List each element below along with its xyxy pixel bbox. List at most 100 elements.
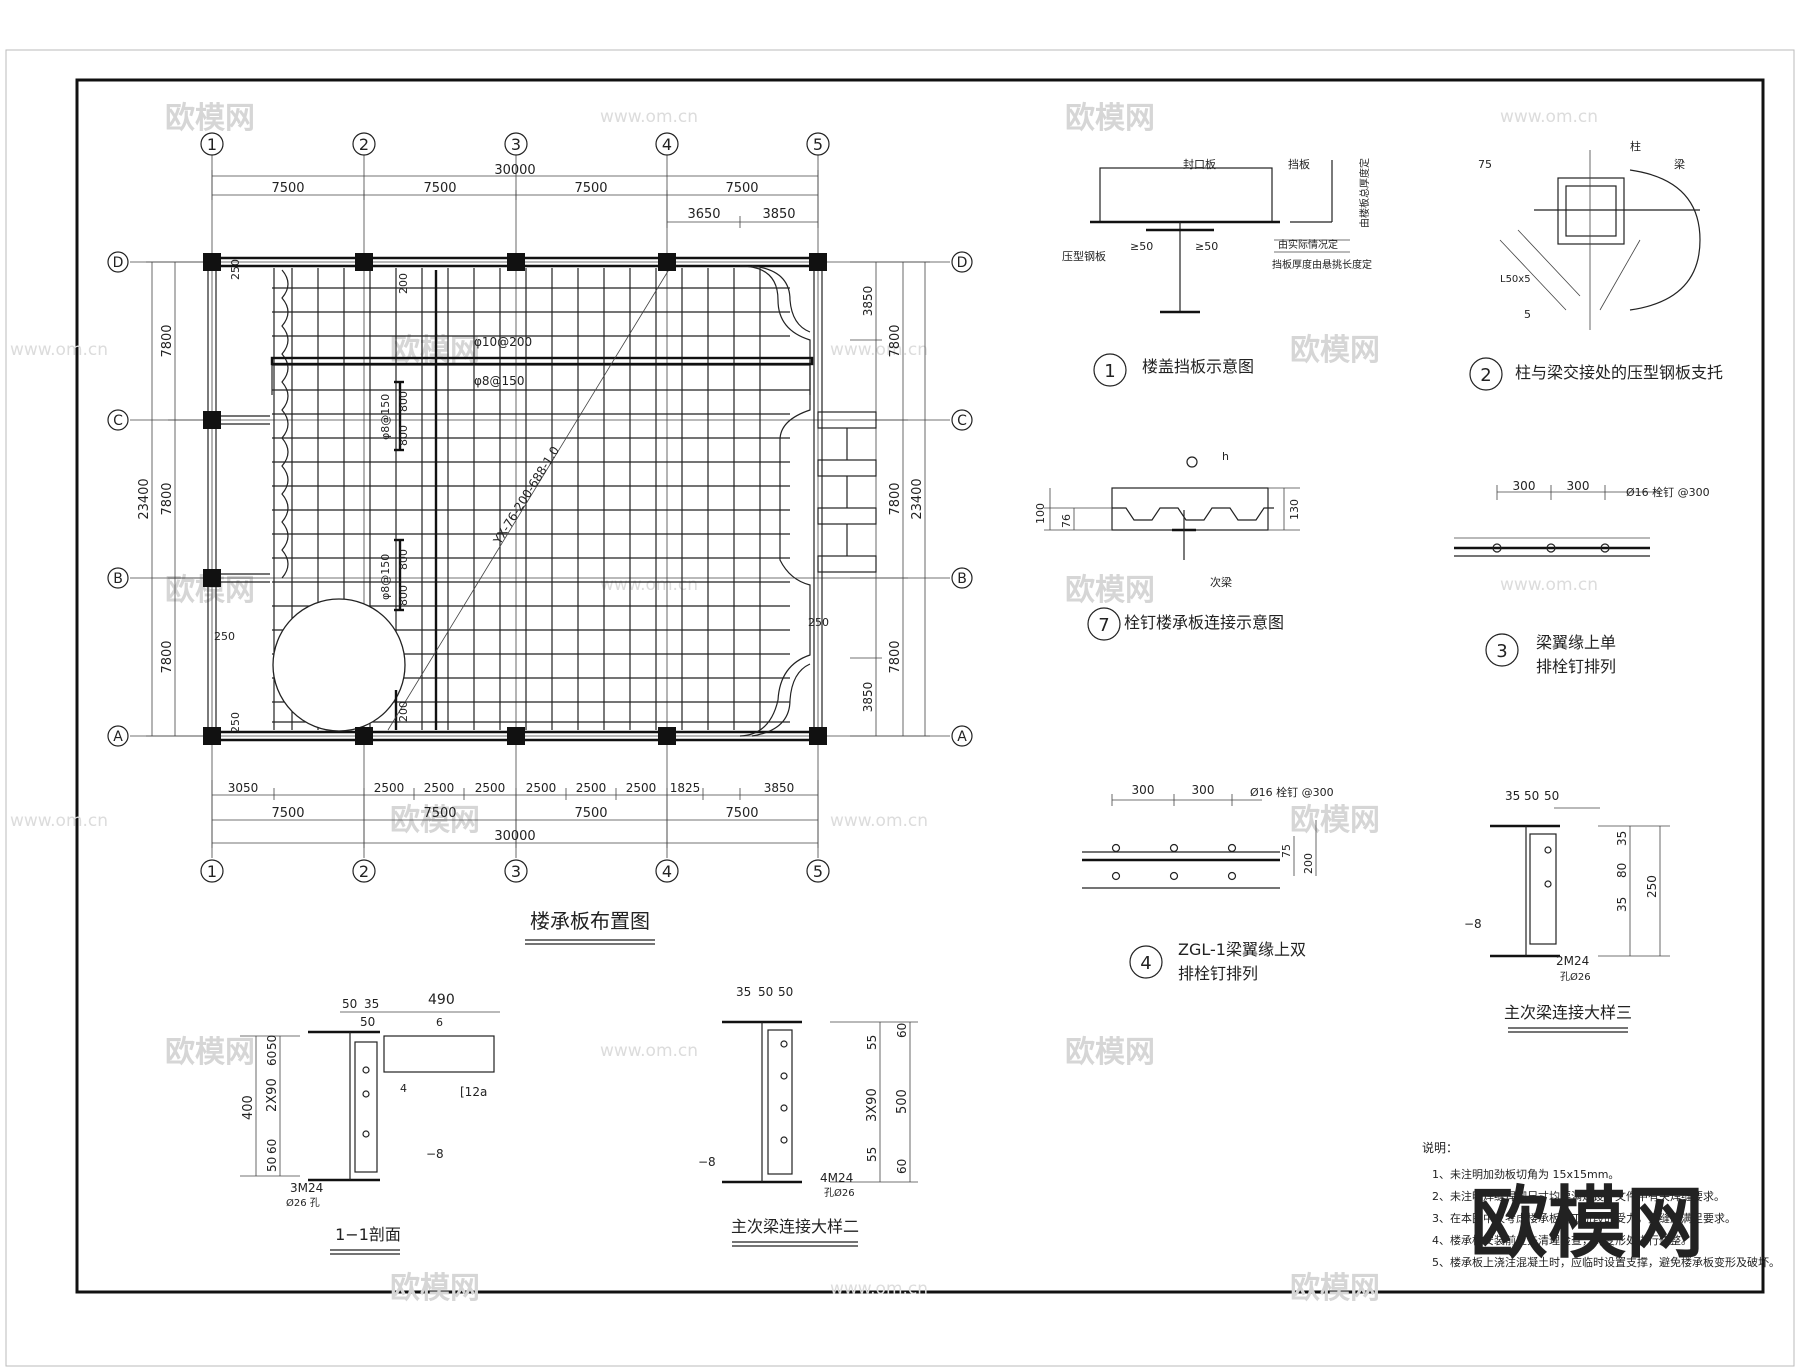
detail-label: 挡板 — [1288, 157, 1310, 171]
detail-label: Ø26 孔 — [286, 1197, 320, 1209]
detail-label: 次梁 — [1210, 575, 1232, 589]
watermark-url: www.om.cn — [1500, 107, 1598, 127]
detail-label: h — [1222, 450, 1229, 463]
detail-6-section-1-1: 50 35 490 50 6 50 60 2X90 400 60 50 [12a… — [240, 992, 500, 1255]
watermark-url: www.om.cn — [1500, 575, 1598, 595]
detail-title: 排栓钉排列 — [1536, 657, 1616, 676]
dim-label: 23400 — [137, 478, 152, 519]
dim-label: 250 — [229, 259, 242, 280]
axis-label: B — [113, 571, 123, 587]
detail-label: ≥50 — [1130, 240, 1153, 253]
dim-label: 800 — [397, 549, 410, 570]
detail-label: 250 — [1645, 875, 1659, 898]
watermark-text: 欧模网 — [1065, 101, 1155, 136]
dim-label: 7500 — [423, 806, 456, 821]
detail-label: 50 — [778, 985, 793, 999]
detail-title: ZGL-1梁翼缘上双 — [1178, 940, 1306, 959]
dimension-right: 3850 3850 7800 7800 7800 23400 — [850, 261, 930, 737]
dim-label: 23400 — [910, 478, 925, 519]
dim-label: 3850 — [861, 682, 875, 713]
detail-label: 压型钢板 — [1062, 249, 1106, 263]
detail-label: 柱 — [1630, 139, 1641, 153]
dim-label: 3850 — [861, 286, 875, 317]
detail-label: 50 — [265, 1157, 279, 1172]
detail-label: 50 — [1524, 789, 1539, 803]
detail-title: 柱与梁交接处的压型钢板支托 — [1515, 363, 1723, 382]
rebar-label: φ8@150 — [474, 374, 524, 388]
watermark-text: 欧模网 — [1290, 333, 1380, 368]
axis-label: 1 — [207, 862, 217, 881]
detail-title: 主次梁连接大样二 — [731, 1217, 859, 1236]
deck-edge-right-inner — [751, 265, 811, 333]
dim-label: 7500 — [271, 806, 304, 821]
axis-label: A — [957, 729, 967, 745]
dim-label: 200 — [397, 273, 410, 294]
axis-label: 5 — [813, 862, 823, 881]
detail-label: 35 — [1615, 897, 1629, 912]
detail-label: 2M24 — [1556, 954, 1589, 968]
axis-label: B — [957, 571, 967, 587]
dim-label: 7800 — [160, 482, 175, 515]
watermark-text: 欧模网 — [1065, 573, 1155, 608]
watermark-text: 欧模网 — [1290, 1271, 1380, 1306]
dim-label: 7800 — [888, 482, 903, 515]
watermark-text: 欧模网 — [390, 1271, 480, 1306]
detail-label: 130 — [1288, 499, 1301, 520]
dim-label: 7500 — [423, 181, 456, 196]
dim-label: 250 — [229, 712, 242, 733]
outer-frame — [5, 49, 1795, 1367]
detail-title: 栓钉楼承板连接示意图 — [1124, 613, 1284, 632]
detail-label: 300 — [1132, 783, 1155, 797]
dim-label: 3850 — [762, 207, 795, 222]
axis-label: 4 — [662, 862, 672, 881]
dim-label: 7500 — [725, 181, 758, 196]
axis-label: 2 — [359, 135, 369, 154]
detail-label: ≥50 — [1195, 240, 1218, 253]
detail-label: 孔Ø26 — [1560, 971, 1591, 983]
dim-label: 250 — [808, 616, 829, 629]
dimension-bottom: 3050 2500 2500 2500 2500 2500 2500 1825 … — [211, 780, 819, 848]
dim-label: 2500 — [424, 781, 455, 795]
watermark-url: www.om.cn — [830, 340, 928, 360]
detail-7-stud-connection: 100 76 130 次梁 h 7 栓钉楼承板连接示意图 — [1034, 450, 1301, 641]
detail-label: 5 — [1524, 308, 1531, 321]
axis-label: D — [957, 255, 968, 271]
dim-label: 2500 — [576, 781, 607, 795]
detail-label: 300 — [1192, 783, 1215, 797]
detail-label: 80 — [1615, 863, 1629, 878]
axis-bubbles-bottom: 1 2 3 4 5 — [200, 859, 830, 883]
detail-label: 35 — [364, 997, 379, 1011]
axis-bubbles-top: 1 2 3 4 5 — [200, 132, 830, 156]
dim-label: 2500 — [626, 781, 657, 795]
detail-label: 200 — [1302, 853, 1315, 874]
detail-label: 梁 — [1674, 157, 1685, 171]
detail-label: 55 — [865, 1035, 879, 1050]
watermark-url: www.om.cn — [830, 1279, 928, 1299]
detail-label: 由楼板总厚度定 — [1358, 158, 1371, 228]
detail-label: 75 — [1478, 158, 1492, 171]
detail-label: 50 — [758, 985, 773, 999]
note-item: 5、楼承板上浇注混凝土时，应临时设置支撑，避免楼承板变形及破坏。 — [1432, 1255, 1780, 1269]
detail-label: 4M24 — [820, 1171, 853, 1185]
dim-label: 3050 — [228, 781, 259, 795]
dim-label: 3650 — [687, 207, 720, 222]
detail-title: 1−1剖面 — [335, 1225, 401, 1244]
dimension-left: 23400 7800 7800 7800 — [137, 261, 212, 737]
detail-label: L50x5 — [1500, 274, 1531, 285]
detail-label: 50 — [342, 997, 357, 1011]
dim-label: 3850 — [764, 781, 795, 795]
detail-label: 300 — [1567, 479, 1590, 493]
axis-label: A — [113, 729, 123, 745]
axis-label: 3 — [511, 135, 521, 154]
detail-label: 封口板 — [1183, 157, 1216, 171]
detail-label: 50 — [1544, 789, 1559, 803]
detail-2-column-support: 柱 梁 75 L50x5 5 2 柱与梁交接处的压型钢板支托 — [1469, 139, 1723, 391]
watermark-text: 欧模网 — [390, 803, 480, 838]
watermark-text: 欧模网 — [165, 101, 255, 136]
dim-label: 30000 — [494, 163, 535, 178]
detail-1-parapet: 封口板 挡板 压型钢板 ≥50 ≥50 由实际情况定 挡板厚度由悬挑长度定 由楼… — [1062, 157, 1372, 387]
axis-label: 4 — [662, 135, 672, 154]
axis-bubbles-left: D C B A — [107, 251, 129, 747]
dim-label: 7500 — [574, 806, 607, 821]
